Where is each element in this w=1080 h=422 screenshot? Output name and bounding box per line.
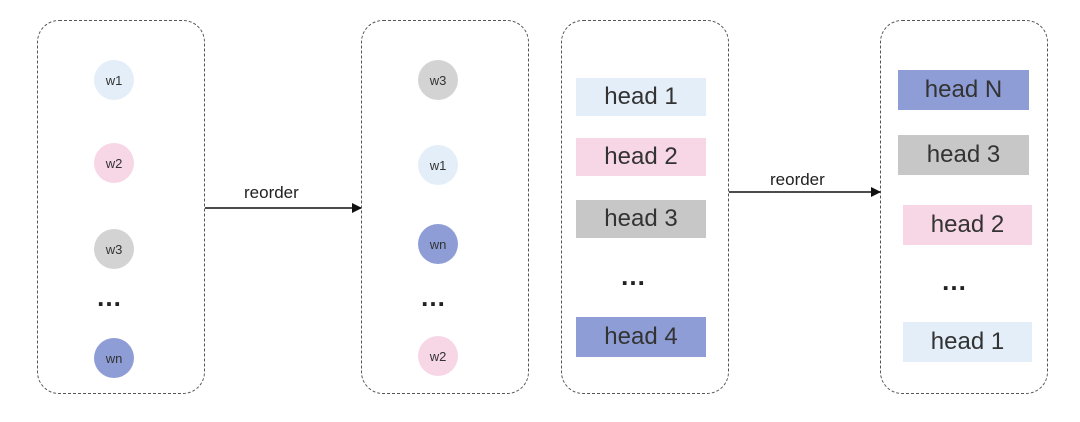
panel-reordered-heads <box>880 20 1048 394</box>
weight-node-w3: w3 <box>418 60 458 100</box>
head-box-2: head 2 <box>576 138 706 176</box>
panel-original-heads <box>561 20 729 394</box>
head-box-3: head 3 <box>898 135 1029 175</box>
head-box-n: head N <box>898 70 1029 110</box>
weight-node-w2: w2 <box>94 143 134 183</box>
head-box-3: head 3 <box>576 200 706 238</box>
weight-node-w3: w3 <box>94 229 134 269</box>
ellipsis: … <box>420 282 448 312</box>
head-box-4: head 4 <box>576 317 706 357</box>
head-box-2: head 2 <box>903 205 1032 245</box>
weight-node-w2: w2 <box>418 336 458 376</box>
panel-original-weights <box>37 20 205 394</box>
weight-node-wn: wn <box>418 224 458 264</box>
weight-node-wn: wn <box>94 338 134 378</box>
weight-node-w1: w1 <box>418 145 458 185</box>
head-box-1: head 1 <box>576 78 706 116</box>
weight-node-w1: w1 <box>94 60 134 100</box>
reorder-label-2: reorder <box>770 170 825 189</box>
ellipsis: … <box>941 266 969 296</box>
ellipsis: … <box>96 282 124 312</box>
reorder-label-1: reorder <box>244 183 299 202</box>
head-box-1: head 1 <box>903 322 1032 362</box>
ellipsis: … <box>620 261 648 291</box>
